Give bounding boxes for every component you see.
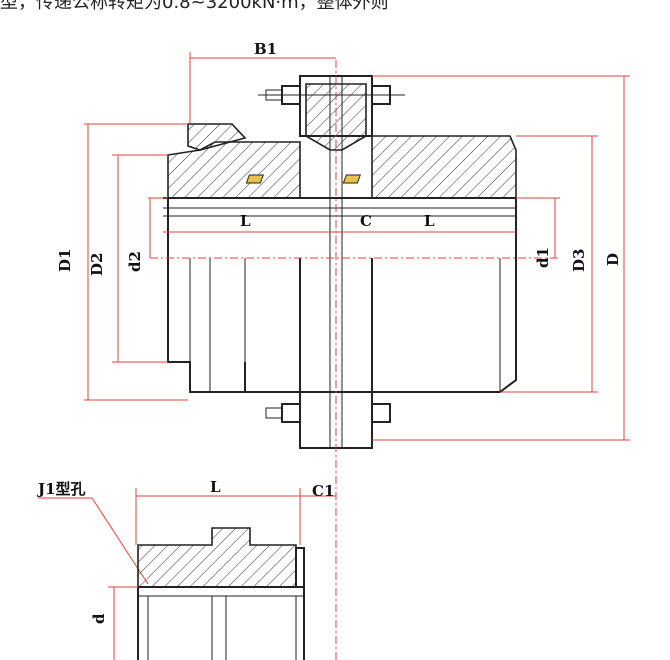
label-D2: D2 bbox=[88, 253, 106, 276]
label-C1: C1 bbox=[312, 482, 334, 500]
header-text: 型，传递公称转矩为0.8~3200kN·m，整体外则 bbox=[0, 0, 389, 13]
label-J1-bore: J1型孔 bbox=[36, 480, 86, 498]
left-sleeve-cap bbox=[187, 123, 247, 151]
j1-bore-detail: J1型孔 L C1 d bbox=[36, 478, 336, 660]
label-D3: D3 bbox=[570, 249, 588, 272]
right-hub-section bbox=[371, 135, 517, 199]
left-hub-section bbox=[167, 141, 301, 199]
label-d2: d2 bbox=[126, 251, 144, 272]
upper-assembly: B1 L C L D1 D2 d2 d1 D3 D bbox=[56, 40, 630, 660]
label-D: D bbox=[604, 253, 622, 266]
label-d: d bbox=[90, 613, 108, 624]
label-L-left: L bbox=[240, 212, 251, 230]
bottom-bolt bbox=[265, 403, 391, 423]
label-B1: B1 bbox=[254, 40, 277, 58]
top-bolt bbox=[258, 85, 405, 105]
key bbox=[245, 174, 264, 184]
label-C: C bbox=[360, 212, 372, 230]
label-d1: d1 bbox=[534, 247, 552, 268]
label-D1: D1 bbox=[56, 249, 74, 272]
label-L-bottom: L bbox=[210, 478, 221, 496]
label-L-right: L bbox=[424, 212, 435, 230]
bore-hub-section bbox=[137, 527, 297, 588]
